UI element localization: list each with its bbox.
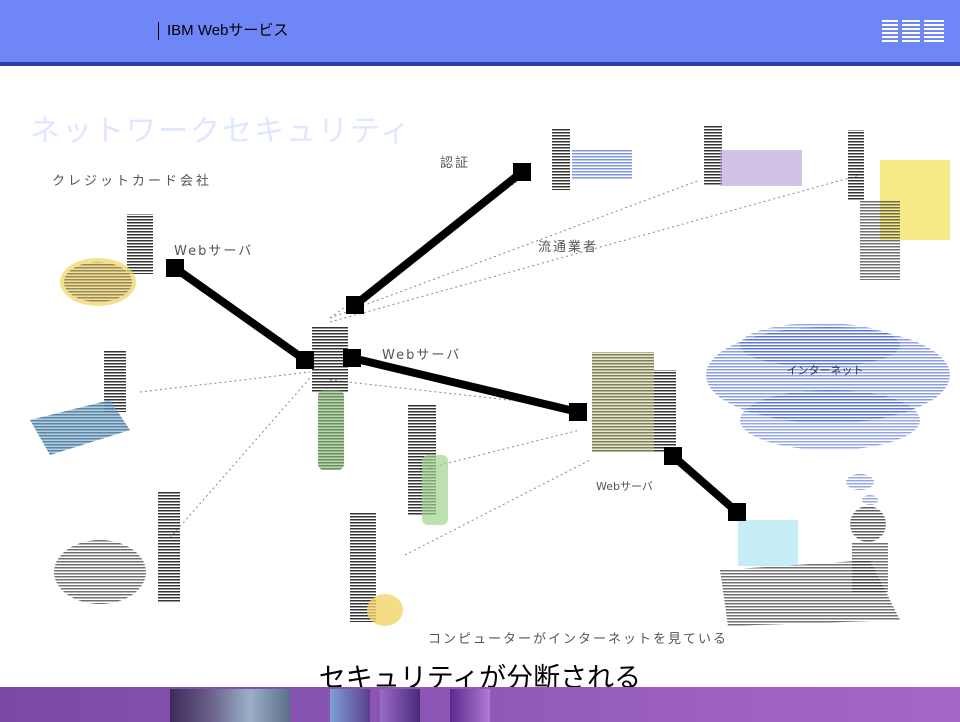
web-server-label-3: Webサーバ bbox=[596, 480, 653, 493]
footer-image-strip-1 bbox=[170, 689, 290, 722]
left-server bbox=[30, 350, 130, 455]
center-hub bbox=[312, 326, 348, 470]
broken-links bbox=[172, 168, 740, 516]
store-label: 認証 bbox=[440, 156, 471, 171]
user-computer bbox=[720, 506, 900, 626]
middle-server bbox=[408, 405, 448, 525]
web-server-label-1: Webサーバ bbox=[174, 244, 254, 259]
distribution-label: 流通業者 bbox=[538, 240, 599, 255]
lower-server bbox=[350, 512, 403, 626]
internet-cloud bbox=[706, 323, 950, 505]
card-company-label: クレジットカード会社 bbox=[52, 174, 213, 189]
footer-image-strip-2 bbox=[330, 689, 370, 722]
link-endpoints bbox=[166, 163, 746, 521]
slide-title: ネットワークセキュリティ bbox=[30, 114, 413, 149]
main-server bbox=[592, 352, 676, 452]
bottom-left-server bbox=[54, 492, 180, 604]
ibm-logo bbox=[882, 18, 944, 44]
footer-image-strip-3 bbox=[380, 689, 420, 722]
header-title: IBM Webサービス bbox=[158, 22, 288, 40]
footer-image-strip-4 bbox=[450, 689, 490, 722]
network-diagram bbox=[30, 126, 950, 626]
web-server-label-2: Webサーバ bbox=[382, 348, 462, 363]
cloud-text: インターネット bbox=[786, 364, 864, 377]
card-company-server bbox=[60, 214, 153, 306]
top-devices bbox=[552, 126, 950, 280]
header-bar: IBM Webサービス bbox=[0, 0, 960, 66]
bottom-note: コンピューターがインターネットを見ている bbox=[428, 632, 729, 647]
